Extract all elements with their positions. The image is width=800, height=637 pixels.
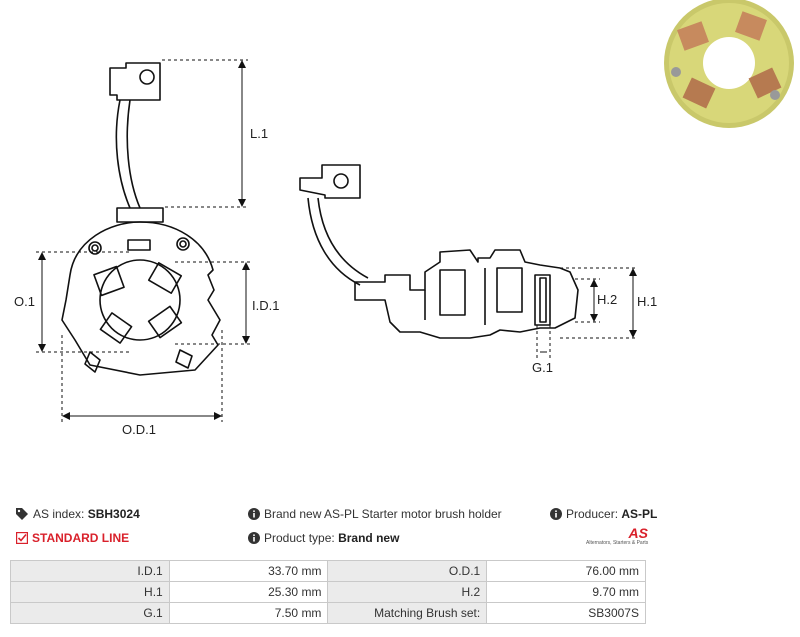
info-icon — [248, 532, 260, 547]
product-type-value: Brand new — [338, 531, 400, 545]
dim-label-od1: O.D.1 — [122, 422, 156, 437]
brush-holder-side-body — [354, 249, 579, 339]
product-description: Brand new AS-PL Starter motor brush hold… — [264, 507, 502, 521]
dim-label-o1: O.1 — [14, 294, 35, 309]
spec-value: 9.70 mm — [486, 581, 646, 603]
standard-line-label: STANDARD LINE — [32, 531, 130, 545]
product-type-label: Product type: — [264, 531, 335, 545]
spec-label: Matching Brush set: — [327, 602, 488, 624]
table-row: H.1 25.30 mm H.2 9.70 mm — [10, 581, 646, 603]
dim-label-id1: I.D.1 — [252, 298, 279, 313]
info-icon — [248, 508, 260, 523]
spec-table: I.D.1 33.70 mm O.D.1 76.00 mm H.1 25.30 … — [10, 560, 646, 624]
spec-value: 25.30 mm — [168, 581, 329, 603]
brush-holder-front-body — [61, 221, 221, 376]
standard-line-row: STANDARD LINE — [15, 531, 130, 547]
spec-value: 33.70 mm — [168, 560, 329, 582]
dim-label-h1: H.1 — [637, 294, 657, 309]
as-index-value: SBH3024 — [87, 507, 140, 521]
spec-label: H.2 — [327, 581, 488, 603]
check-square-icon — [15, 531, 29, 547]
description-row: Brand new AS-PL Starter motor brush hold… — [248, 507, 502, 523]
spec-label: O.D.1 — [327, 560, 488, 582]
spec-value: 7.50 mm — [168, 602, 329, 624]
as-pl-logo: AS Alternators, Starters & Parts — [586, 526, 648, 546]
producer-row: Producer: AS-PL — [550, 507, 657, 523]
spec-value: 76.00 mm — [486, 560, 646, 582]
spec-label: G.1 — [10, 602, 170, 624]
product-photo — [664, 0, 794, 128]
dim-label-h2: H.2 — [597, 292, 617, 307]
product-type-row: Product type: Brand new — [248, 531, 399, 547]
info-icon — [550, 508, 562, 523]
terminal-front — [109, 62, 161, 101]
producer-label: Producer: — [566, 507, 619, 521]
technical-drawing: L.1 O.1 I.D.1 O.D.1 H.1 H.2 G.1 — [14, 0, 794, 437]
table-row: I.D.1 33.70 mm O.D.1 76.00 mm — [10, 560, 646, 582]
dim-label-g1: G.1 — [532, 360, 553, 375]
tag-icon — [16, 508, 29, 523]
as-index-label: AS index: — [33, 507, 85, 521]
spec-value: SB3007S — [486, 602, 646, 624]
as-pl-logo-tagline: Alternators, Starters & Parts — [586, 540, 649, 546]
terminal-side — [299, 164, 361, 199]
as-index-row: AS index: SBH3024 — [16, 507, 140, 523]
producer-value: AS-PL — [621, 507, 658, 521]
dim-label-l1: L.1 — [250, 126, 268, 141]
spec-label: I.D.1 — [10, 560, 170, 582]
spec-label: H.1 — [10, 581, 170, 603]
as-pl-logo-mark: AS — [628, 525, 648, 541]
table-row: G.1 7.50 mm Matching Brush set: SB3007S — [10, 602, 646, 624]
